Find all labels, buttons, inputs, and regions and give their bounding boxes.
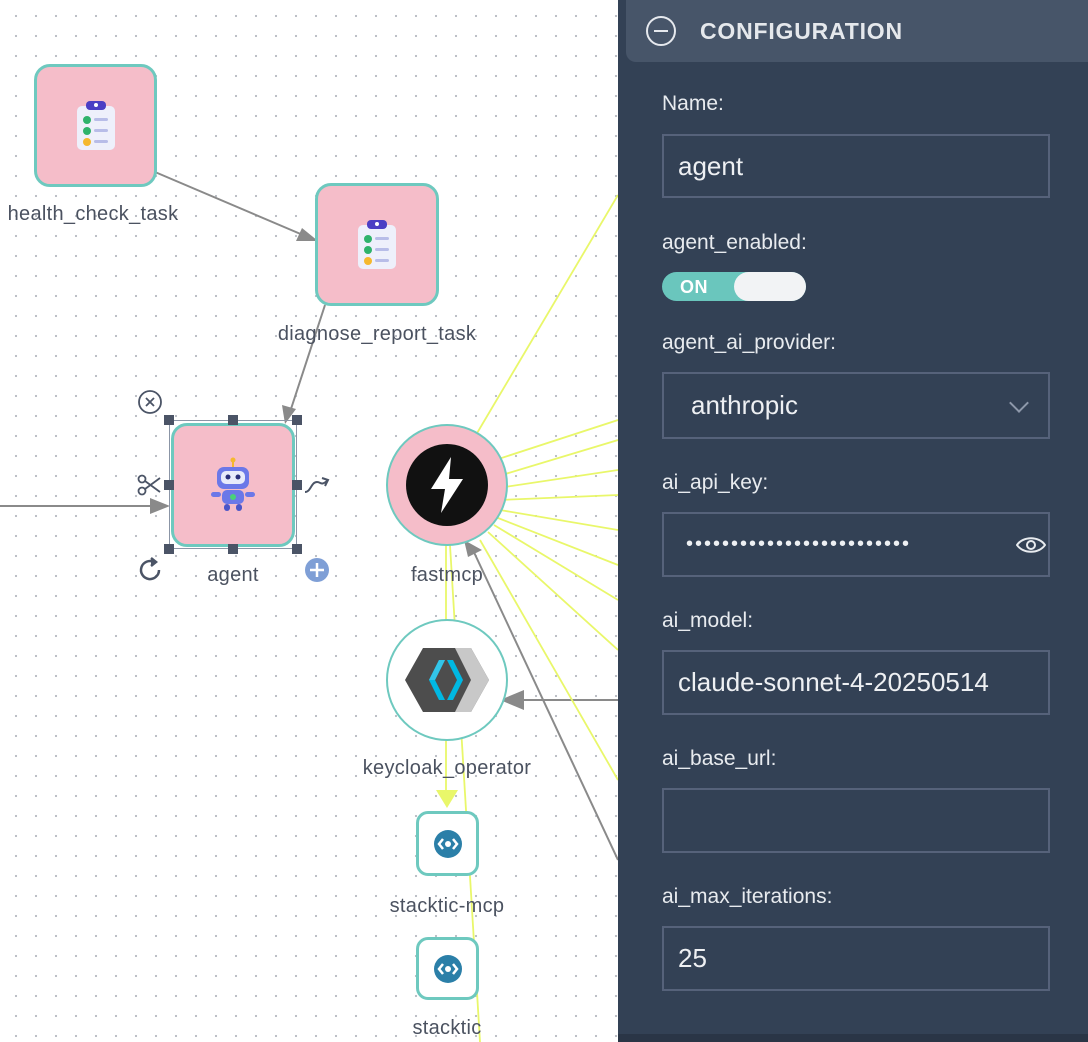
node-label-keycloak-operator: keycloak_operator: [362, 757, 532, 779]
node-label-diagnose-report-task: diagnose_report_task: [277, 323, 477, 345]
agent-ai-provider-label: agent_ai_provider:: [662, 331, 836, 354]
node-fastmcp[interactable]: [386, 424, 508, 546]
ai-api-key-input[interactable]: •••••••••••••••••••••••••: [662, 512, 1050, 577]
resize-handle-se[interactable]: [292, 544, 302, 554]
rotate-icon[interactable]: [137, 556, 165, 584]
node-health-check-task[interactable]: [34, 64, 157, 187]
resize-handle-w[interactable]: [164, 480, 174, 490]
node-diagnose-report-task[interactable]: [315, 183, 439, 306]
ai-model-value: claude-sonnet-4-20250514: [678, 667, 989, 697]
resize-handle-e[interactable]: [292, 480, 302, 490]
collapse-icon[interactable]: [646, 16, 676, 46]
chevron-down-icon: [1009, 393, 1029, 413]
node-label-stacktic: stacktic: [412, 1017, 482, 1039]
node-label-fastmcp: fastmcp: [410, 564, 484, 586]
resize-handle-s[interactable]: [228, 544, 238, 554]
panel-bottom-bar: [618, 1034, 1088, 1042]
edge-diagnose-to-agent[interactable]: [282, 304, 326, 424]
stacktic-icon: [433, 829, 462, 858]
node-label-stacktic-mcp: stacktic-mcp: [389, 895, 505, 917]
ai-max-iterations-value: 25: [678, 943, 707, 973]
clipboard-checklist-icon: [358, 219, 396, 269]
edge-to-fastmcp[interactable]: [464, 540, 618, 861]
ai-base-url-label: ai_base_url:: [662, 747, 777, 770]
panel-title: CONFIGURATION: [700, 17, 903, 44]
agent-enabled-label: agent_enabled:: [662, 231, 807, 254]
name-input-value: agent: [678, 150, 744, 181]
add-node-icon[interactable]: [303, 556, 331, 584]
resize-handle-nw[interactable]: [164, 415, 174, 425]
node-label-health-check-task: health_check_task: [7, 203, 179, 225]
clipboard-checklist-icon: [76, 100, 115, 150]
ai-api-key-value: •••••••••••••••••••••••••: [686, 533, 912, 555]
name-input[interactable]: agent: [662, 134, 1050, 198]
resize-handle-sw[interactable]: [164, 544, 174, 554]
node-keycloak-operator[interactable]: [386, 619, 508, 741]
robot-icon: [211, 457, 255, 511]
node-label-agent: agent: [207, 564, 259, 586]
edge-health-to-diagnose[interactable]: [154, 171, 318, 241]
edge-fastmcp-to-stacktic-mcp-arrow: [436, 790, 458, 808]
panel-header: CONFIGURATION: [626, 0, 1088, 62]
node-stacktic[interactable]: [416, 937, 479, 1000]
ai-max-iterations-input[interactable]: 25: [662, 926, 1050, 991]
connect-arrow-icon[interactable]: [303, 472, 331, 498]
node-stacktic-mcp[interactable]: [416, 811, 479, 876]
delete-node-icon[interactable]: [137, 389, 163, 415]
agent-enabled-toggle[interactable]: ON: [662, 272, 806, 301]
configuration-panel: CONFIGURATION Name: agent agent_enabled:…: [618, 0, 1088, 1042]
workflow-canvas[interactable]: health_check_task diagnose_report_task: [0, 0, 618, 1042]
resize-handle-n[interactable]: [228, 415, 238, 425]
edge-to-keycloak[interactable]: [500, 690, 618, 710]
ai-max-iterations-label: ai_max_iterations:: [662, 885, 833, 908]
node-agent[interactable]: [171, 423, 295, 547]
stacktic-icon: [433, 954, 462, 983]
keycloak-icon: [405, 648, 489, 712]
agent-ai-provider-value: anthropic: [691, 390, 798, 420]
ai-base-url-input[interactable]: [662, 788, 1050, 853]
ai-model-label: ai_model:: [662, 609, 754, 632]
ai-model-input[interactable]: claude-sonnet-4-20250514: [662, 650, 1050, 715]
resize-handle-ne[interactable]: [292, 415, 302, 425]
ai-api-key-label: ai_api_key:: [662, 471, 769, 494]
eye-icon[interactable]: [1016, 535, 1046, 555]
toggle-knob: [734, 272, 806, 301]
lightning-bolt-icon: [406, 444, 488, 526]
name-label: Name:: [662, 92, 724, 115]
edge-incoming-to-agent[interactable]: [0, 498, 170, 514]
agent-ai-provider-select[interactable]: anthropic: [662, 372, 1050, 439]
toggle-state-text: ON: [680, 277, 708, 297]
scissors-icon[interactable]: [136, 472, 162, 498]
